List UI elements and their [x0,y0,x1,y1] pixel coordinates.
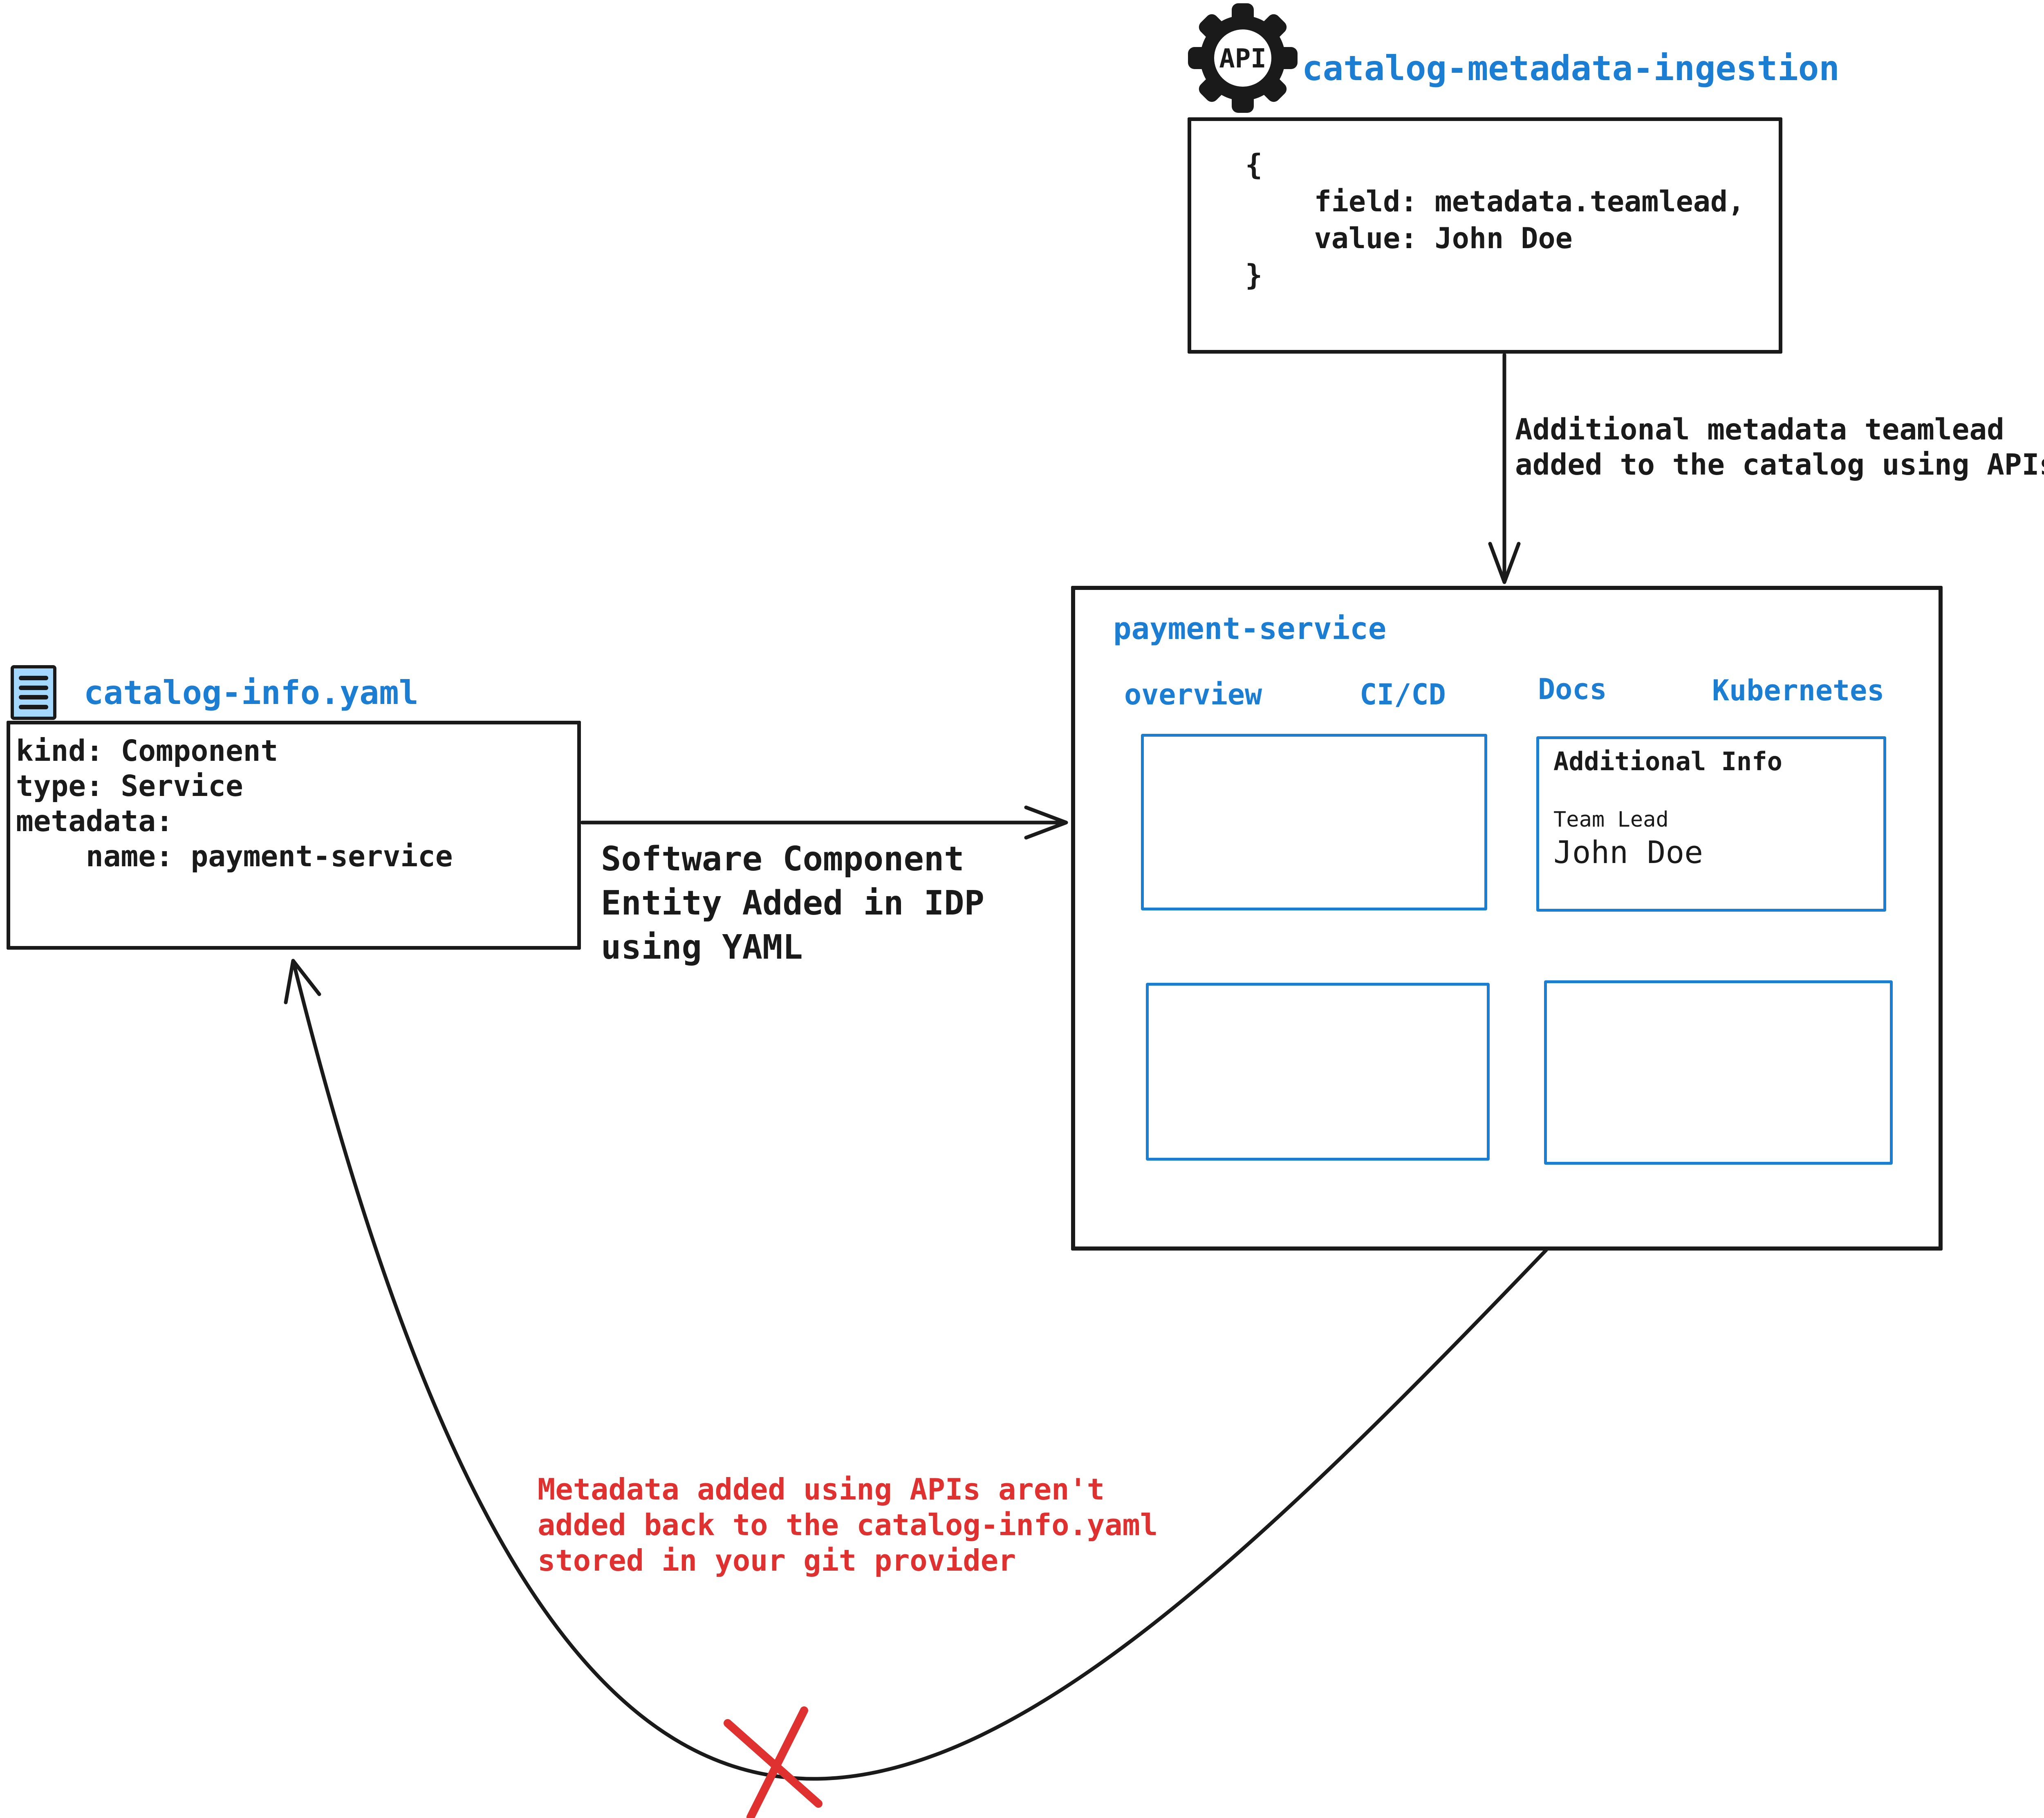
api-arrow-label: Additional metadata teamlead added to th… [1515,412,2044,482]
api-gear-icon: API [1188,3,1298,113]
panel-bottom-right [1544,980,1893,1165]
api-gear-label: API [1219,44,1266,74]
team-lead-label: Team Lead [1553,807,1669,832]
file-icon-line [19,685,48,690]
overview-panel [1141,734,1487,910]
file-icon-line [19,695,48,700]
api-ingestion-title: catalog-metadata-ingestion [1302,48,1840,88]
panel-bottom-left [1146,983,1490,1161]
tab-overview[interactable]: overview [1124,678,1262,711]
yaml-arrow-label: Software Component Entity Added in IDP u… [601,840,984,967]
catalog-info-title: catalog-info.yaml [84,674,419,712]
tab-kubernetes[interactable]: Kubernetes [1712,674,1885,707]
catalog-info-box: kind: Component type: Service metadata: … [7,721,581,950]
team-lead-value: John Doe [1553,834,1703,870]
not-synced-x-icon [724,1706,823,1818]
additional-info-panel [1536,736,1886,912]
feedback-note: Metadata added using APIs aren't added b… [538,1472,1158,1578]
tab-cicd[interactable]: CI/CD [1360,678,1446,711]
api-code-box: { field: metadata.teamlead, value: John … [1188,117,1782,354]
api-to-catalog-arrow [1488,353,1521,584]
file-icon-line [19,676,48,681]
additional-info-heading: Additional Info [1553,746,1782,776]
payment-service-title: payment-service [1113,611,1387,646]
yaml-to-idp-arrow [580,805,1068,840]
api-code: { field: metadata.teamlead, value: John … [1245,148,1745,292]
catalog-info-yaml: kind: Component type: Service metadata: … [16,734,453,873]
file-icon-line [19,704,48,709]
tab-docs[interactable]: Docs [1538,673,1607,706]
yaml-file-icon [11,665,56,720]
